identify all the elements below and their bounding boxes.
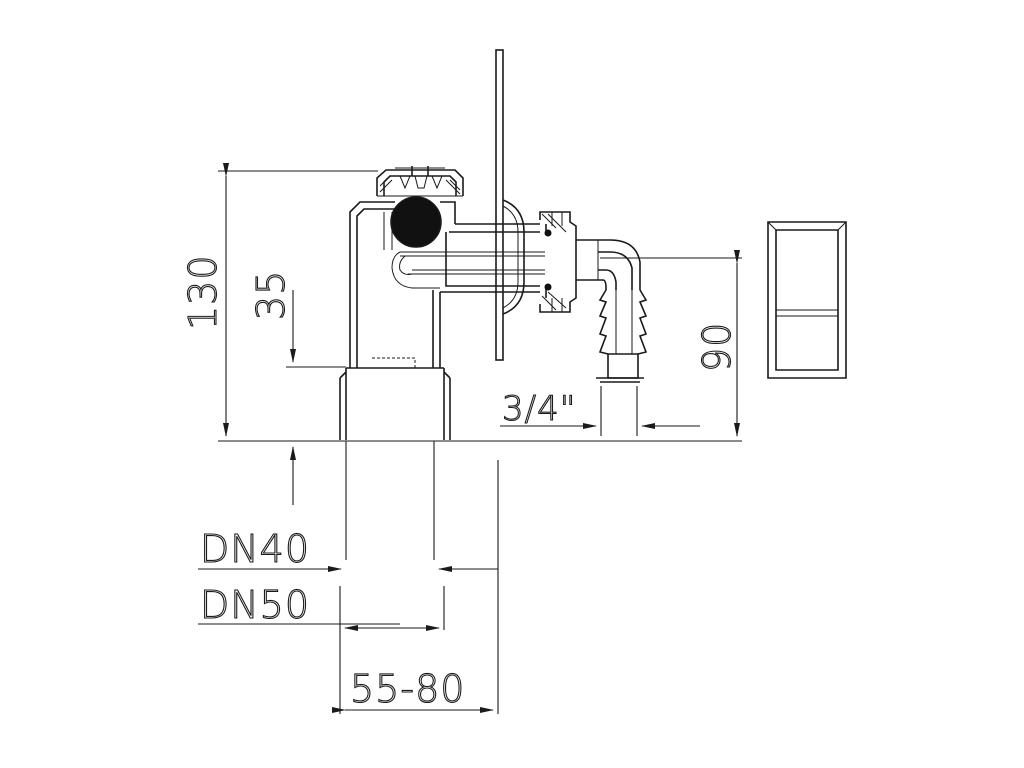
dimension-label-dn40: DN40 xyxy=(200,527,310,571)
outlet-pipe xyxy=(339,368,451,440)
dimension-label-130: 130 xyxy=(181,254,225,330)
rosette-flange xyxy=(502,199,525,315)
dimension-label-90: 90 xyxy=(695,322,739,372)
dimension-label-depth-range: 55-80 xyxy=(350,667,465,711)
dimension-label-thread: 3/4" xyxy=(502,389,576,429)
check-ball xyxy=(390,196,442,248)
top-cap xyxy=(376,166,464,197)
wall-plate xyxy=(495,49,504,361)
siphon-body xyxy=(346,201,456,369)
dimension-label-dn50: DN50 xyxy=(200,583,310,627)
dimension-label-35: 35 xyxy=(249,270,293,320)
sleeve-part xyxy=(767,221,847,379)
coupling-nut xyxy=(539,211,598,313)
dimension-lines xyxy=(198,163,742,714)
elbow-hose-tail xyxy=(596,239,648,383)
